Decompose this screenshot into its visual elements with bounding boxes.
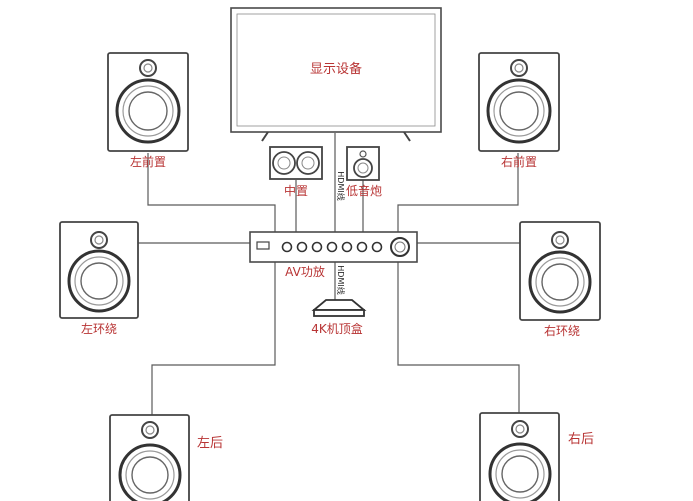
- rear-left-label: 左后: [197, 436, 223, 451]
- knob-icon: [311, 241, 323, 253]
- display-panel-icon: [256, 241, 270, 250]
- speaker-front-left: 左前置: [107, 52, 189, 169]
- wire-rear-left: [151, 262, 276, 415]
- stb-front: [313, 309, 365, 317]
- wiring: [138, 133, 520, 415]
- tv-screen: [236, 13, 436, 127]
- hdmi-top-label: HDMI线: [336, 171, 346, 200]
- speaker-front-right: 右前置: [478, 52, 560, 169]
- set-top-box: 4K机顶盒: [311, 299, 367, 336]
- speaker-rear-right: 右后: [479, 412, 594, 501]
- display-device: 显示设备: [230, 7, 442, 142]
- speaker-subwoofer: 低音炮: [346, 146, 382, 198]
- av-receiver-label: AV功放: [285, 264, 325, 279]
- knob-icon: [281, 241, 293, 253]
- tv-leg-right: [403, 131, 411, 142]
- knob-icon: [356, 241, 368, 253]
- surround-left-label: 左环绕: [81, 321, 117, 336]
- tweeter-icon: [359, 150, 367, 158]
- wire-front-right: [397, 153, 519, 236]
- hdmi-bottom-label: HDMI线: [336, 265, 346, 294]
- knob-icon: [296, 241, 308, 253]
- center-label: 中置: [284, 183, 308, 198]
- surround-right-label: 右环绕: [544, 323, 580, 338]
- speaker-center: 中置: [269, 146, 323, 198]
- stb-top: [311, 299, 367, 311]
- set-top-box-label: 4K机顶盒: [311, 321, 363, 336]
- subwoofer-label: 低音炮: [346, 183, 382, 198]
- knob-icon: [371, 241, 383, 253]
- speaker-rear-left: 左后: [109, 414, 223, 501]
- rear-right-label: 右后: [568, 432, 594, 447]
- tv-leg-left: [261, 131, 269, 142]
- wire-front-left: [147, 153, 276, 236]
- knob-icon: [326, 241, 338, 253]
- wire-rear-right: [397, 262, 520, 413]
- display-label: 显示设备: [310, 61, 362, 77]
- front-left-label: 左前置: [130, 154, 166, 169]
- speaker-surround-left: 左环绕: [59, 221, 139, 336]
- av-receiver: AV功放: [249, 231, 418, 279]
- knob-icon: [341, 241, 353, 253]
- speaker-surround-right: 右环绕: [519, 221, 601, 338]
- front-right-label: 右前置: [501, 154, 537, 169]
